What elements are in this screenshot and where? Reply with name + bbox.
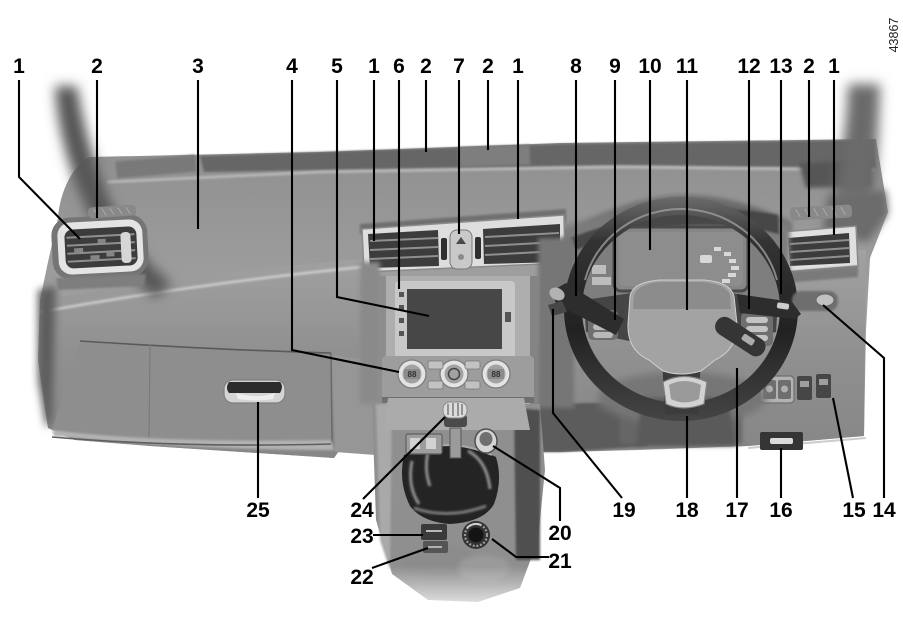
svg-text:12: 12 xyxy=(737,55,760,78)
svg-text:13: 13 xyxy=(769,55,792,78)
svg-text:9: 9 xyxy=(609,55,621,78)
svg-text:23: 23 xyxy=(350,525,373,548)
svg-text:17: 17 xyxy=(725,499,748,522)
svg-text:7: 7 xyxy=(453,55,465,78)
svg-text:1: 1 xyxy=(368,55,380,78)
svg-text:2: 2 xyxy=(803,55,815,78)
svg-text:6: 6 xyxy=(393,55,405,78)
svg-text:18: 18 xyxy=(675,499,699,522)
svg-text:25: 25 xyxy=(246,499,270,522)
svg-text:20: 20 xyxy=(548,522,571,545)
svg-text:15: 15 xyxy=(842,499,866,522)
svg-text:8: 8 xyxy=(570,55,582,78)
svg-text:43867: 43867 xyxy=(887,18,901,53)
svg-text:88: 88 xyxy=(492,370,501,379)
svg-text:14: 14 xyxy=(872,499,896,522)
svg-text:24: 24 xyxy=(350,499,374,522)
svg-text:22: 22 xyxy=(350,566,373,589)
svg-text:10: 10 xyxy=(638,55,661,78)
svg-text:16: 16 xyxy=(769,499,792,522)
svg-text:21: 21 xyxy=(548,550,572,573)
svg-text:4: 4 xyxy=(286,55,298,78)
svg-text:11: 11 xyxy=(676,55,699,78)
svg-text:2: 2 xyxy=(91,55,103,78)
svg-text:5: 5 xyxy=(331,55,343,78)
svg-text:19: 19 xyxy=(612,499,635,522)
svg-text:1: 1 xyxy=(828,55,840,78)
svg-text:2: 2 xyxy=(482,55,494,78)
svg-text:88: 88 xyxy=(408,370,417,379)
svg-text:1: 1 xyxy=(13,55,25,78)
svg-text:2: 2 xyxy=(420,55,432,78)
svg-text:3: 3 xyxy=(192,55,204,78)
svg-text:1: 1 xyxy=(512,55,524,78)
